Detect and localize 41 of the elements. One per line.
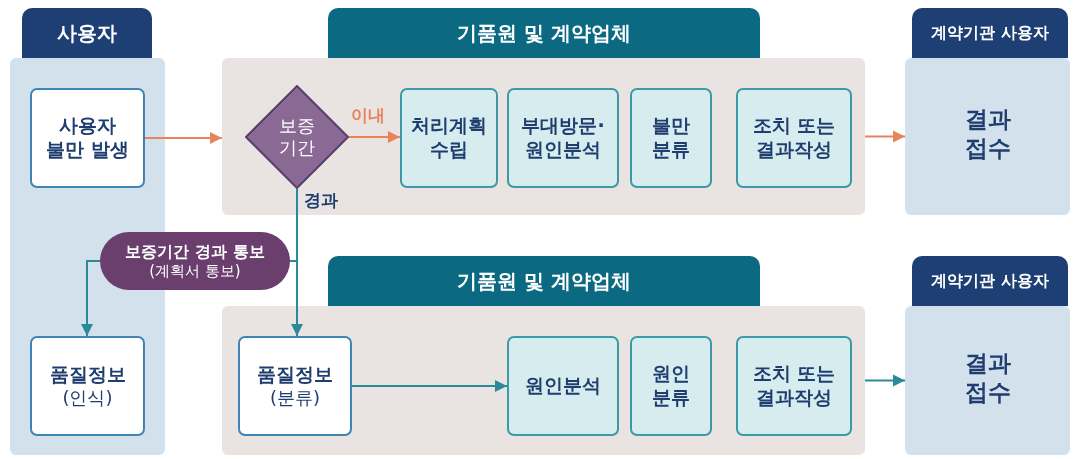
process-box bbox=[400, 88, 498, 188]
lane-header: 기품원 및 계약업체 bbox=[328, 8, 760, 58]
node-subtext: (인식) bbox=[62, 386, 113, 410]
process-box bbox=[30, 88, 145, 188]
node-text: 사용자 불만 발생 bbox=[45, 114, 130, 162]
arrow bbox=[864, 130, 906, 143]
lane-header: 사용자 bbox=[22, 8, 152, 58]
arrow bbox=[144, 132, 223, 144]
process-box bbox=[630, 88, 712, 188]
node-text: 품질정보 bbox=[257, 362, 333, 387]
process-box bbox=[736, 336, 852, 436]
lane-text: 결과 접수 bbox=[963, 104, 1012, 164]
process-box bbox=[736, 88, 852, 188]
process-box bbox=[507, 88, 619, 188]
node-text: 보증 기간 bbox=[278, 114, 316, 160]
node-text: 원인분석 bbox=[525, 374, 601, 398]
arrow bbox=[351, 380, 508, 392]
lane-text: 결과 접수 bbox=[963, 348, 1012, 408]
node-text: 부대방문· 원인분석 bbox=[520, 114, 606, 162]
edge-label: 경과 bbox=[304, 189, 338, 212]
node-subtext: (계획서 통보) bbox=[149, 261, 241, 281]
process-box bbox=[238, 336, 352, 436]
notice-pill bbox=[100, 232, 290, 290]
process-box bbox=[507, 336, 619, 436]
node-text: 불만 분류 bbox=[651, 114, 691, 162]
process-box bbox=[30, 336, 145, 436]
arrow bbox=[864, 374, 906, 387]
arrow bbox=[348, 131, 401, 143]
node-text: 품질정보 bbox=[49, 362, 126, 387]
process-box bbox=[630, 336, 712, 436]
node-text: 원인 분류 bbox=[651, 362, 691, 410]
node-text: 처리계획 수립 bbox=[410, 114, 488, 162]
lane-header: 계약기관 사용자 bbox=[912, 256, 1068, 306]
node-text: 조치 또는 결과작성 bbox=[751, 114, 837, 162]
lane-header: 기품원 및 계약업체 bbox=[328, 256, 760, 306]
lane-header: 계약기관 사용자 bbox=[912, 8, 1068, 58]
node-subtext: (분류) bbox=[269, 386, 320, 410]
node-text: 보증기간 경과 통보 bbox=[125, 241, 265, 262]
arrow bbox=[81, 260, 101, 337]
edge-label: 이내 bbox=[351, 104, 385, 127]
node-text: 조치 또는 결과작성 bbox=[751, 362, 837, 410]
